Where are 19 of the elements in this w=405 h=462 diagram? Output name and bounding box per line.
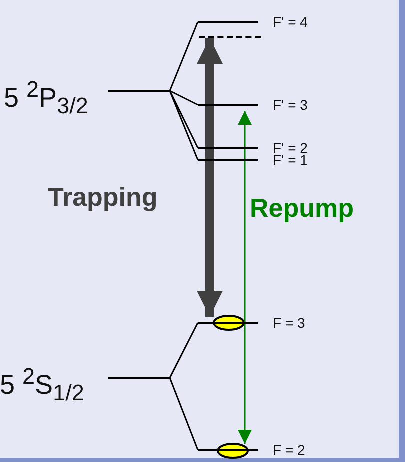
level-label: F' = 4 [273,15,308,29]
transition-arrow [197,38,223,317]
level-label: F = 3 [273,316,306,330]
transition-arrow [238,111,252,444]
edge-label: Trapping [48,182,158,213]
level-label: F = 2 [273,443,306,457]
splitting-line [170,90,198,106]
level-label: F' = 1 [273,153,308,167]
level-label: 5 $^{2}$P$_{3/2}$ [4,76,88,120]
virtual-level-line [199,36,261,38]
level-label: F' = 3 [273,98,308,112]
splitting-line [169,22,199,92]
level-label: F' = 2 [273,141,308,155]
splitting-line [169,322,199,378]
splitting-line [169,90,199,148]
splitting-line [169,378,199,450]
level-label: 5 $^{2}$S$_{1/2}$ [0,363,84,408]
splitting-line [169,90,199,160]
edge-label: Repump [250,193,354,224]
